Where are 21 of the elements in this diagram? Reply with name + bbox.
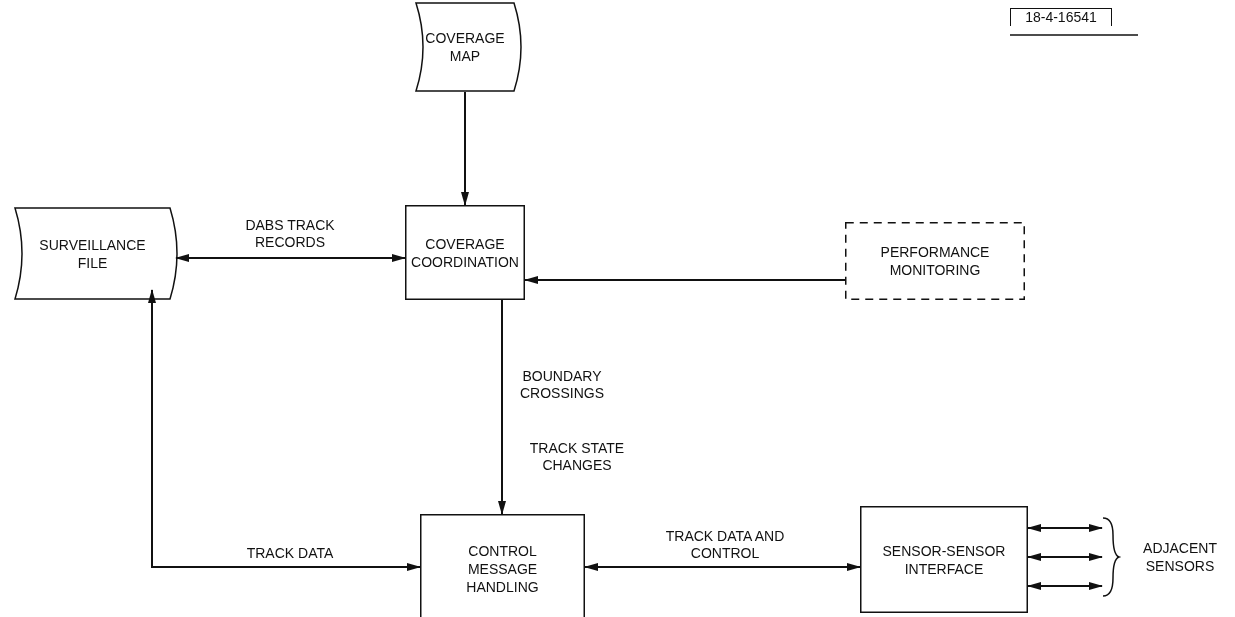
node-label: SURVEILLANCE FILE	[38, 235, 147, 272]
arrow	[1027, 553, 1103, 561]
process-box	[405, 205, 525, 300]
dashed-process-box	[845, 222, 1025, 300]
arrow	[1027, 582, 1103, 590]
arrow	[175, 254, 406, 262]
node-label: ADJACENT SENSORS	[1142, 539, 1218, 575]
process-box	[420, 514, 585, 617]
arrow	[584, 563, 861, 571]
arrow	[498, 299, 506, 515]
arrow	[461, 91, 469, 206]
node-label: COVERAGE MAP	[425, 29, 505, 65]
node-label: COVERAGE COORDINATION	[410, 234, 520, 271]
node-label: PERFORMANCE MONITORING	[879, 243, 991, 279]
process-box	[860, 506, 1028, 613]
arrow	[524, 276, 846, 284]
arrow	[1027, 524, 1103, 532]
arrow	[148, 289, 421, 571]
figure-number: 18-4-16541	[1010, 8, 1112, 26]
node-label: SENSOR-SENSOR INTERFACE	[881, 541, 1007, 578]
node-label: CONTROL MESSAGE HANDLING	[465, 542, 540, 596]
